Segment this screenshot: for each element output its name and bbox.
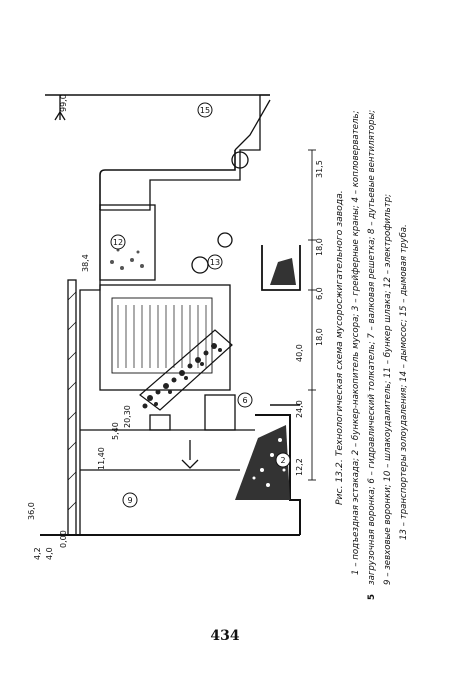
- grab-bucket: [181, 459, 199, 469]
- roller-grate: [139, 329, 233, 411]
- legend-line-1: 1 – подъездная эстакада; 2 – бункер-нако…: [351, 110, 361, 575]
- callout-markers: [110, 102, 291, 508]
- callout-number-6: 6: [242, 396, 247, 405]
- legend-line-4: 13 – транспортеры золоудаления; 14 – дым…: [399, 224, 409, 540]
- blower-fan-1: [191, 256, 209, 274]
- refuse-on-grate: [142, 343, 222, 409]
- callout-number-9: 9: [127, 496, 132, 505]
- elevation-38-4: 38,4: [81, 254, 90, 272]
- legend-line-2: загрузочная воронка; 6 – гидравлический …: [367, 110, 377, 585]
- elevation-4-2: 4,2: [33, 547, 42, 560]
- blower-fan-2: [217, 232, 233, 248]
- slag-bunker: [261, 245, 301, 291]
- figure-caption: Рис. 13.2. Технологическая схема мусорос…: [334, 110, 409, 600]
- smoke-exhauster: [231, 151, 249, 169]
- boiler-inner: [111, 297, 213, 374]
- elevation-4-0: 4,0: [45, 547, 54, 560]
- caption-title: Рис. 13.2. Технологическая схема мусорос…: [334, 190, 345, 505]
- dim-18-b: 18,0: [315, 328, 324, 346]
- elevation-11-40: 11,40: [97, 447, 106, 470]
- left-column: [67, 279, 77, 536]
- left-column-hatching: [67, 291, 77, 511]
- refuse-heap-texture: [252, 438, 286, 487]
- elevation-36: 36,0: [27, 502, 36, 520]
- elevation-99: 99,0: [59, 94, 68, 112]
- boiler-block: [99, 284, 231, 391]
- boiler-tubes: [117, 305, 207, 368]
- elevation-20-30: 20,30: [123, 405, 132, 428]
- building-outline: [79, 94, 270, 535]
- legend-margin-number: 5: [367, 594, 377, 600]
- elevation-marker: [54, 110, 66, 121]
- callout-1: [275, 452, 291, 468]
- callout-numbers: 2 12 15 13 9 6: [113, 106, 286, 505]
- dim-24: 24,0: [295, 400, 304, 418]
- ash-conveyor: [204, 394, 236, 431]
- dim-12-2: 12,2: [295, 458, 304, 476]
- callout-number-15: 15: [200, 106, 210, 115]
- callout-15: [197, 102, 213, 118]
- flue-duct: [99, 150, 236, 210]
- dim-6: 6,0: [315, 287, 324, 300]
- callout-number-12: 12: [113, 238, 123, 247]
- callout-6: [237, 392, 253, 408]
- legend-line-3: 9 – зевховые воронки; 10 – шлакоудалител…: [383, 194, 393, 585]
- callout-9: [122, 492, 138, 508]
- dim-40: 40,0: [295, 344, 304, 362]
- slag-remover: [149, 414, 171, 431]
- page-number: 434: [210, 628, 240, 644]
- slag-heap: [270, 258, 296, 285]
- callout-12: [110, 234, 126, 250]
- refuse-heap: [235, 425, 290, 500]
- callout-number-1: 2: [280, 456, 285, 465]
- dimension-ticks: [308, 149, 316, 481]
- chimney-duct: [234, 99, 271, 151]
- filter-dust: [110, 248, 144, 270]
- dim-18: 18,0: [315, 238, 324, 256]
- electrostatic-filter: [99, 204, 156, 281]
- elevation-0-00: 0,00: [59, 530, 68, 548]
- elevation-5-40: 5,40: [111, 422, 120, 440]
- dim-31-5: 31,5: [315, 160, 324, 178]
- callout-13: [207, 254, 223, 270]
- callout-number-13: 13: [210, 258, 220, 267]
- plant-section-drawing: [40, 94, 316, 536]
- elevation-labels: 99,0 38,4 36,0 31,5 18,0 6,0 18,0 40,0 2…: [27, 94, 324, 560]
